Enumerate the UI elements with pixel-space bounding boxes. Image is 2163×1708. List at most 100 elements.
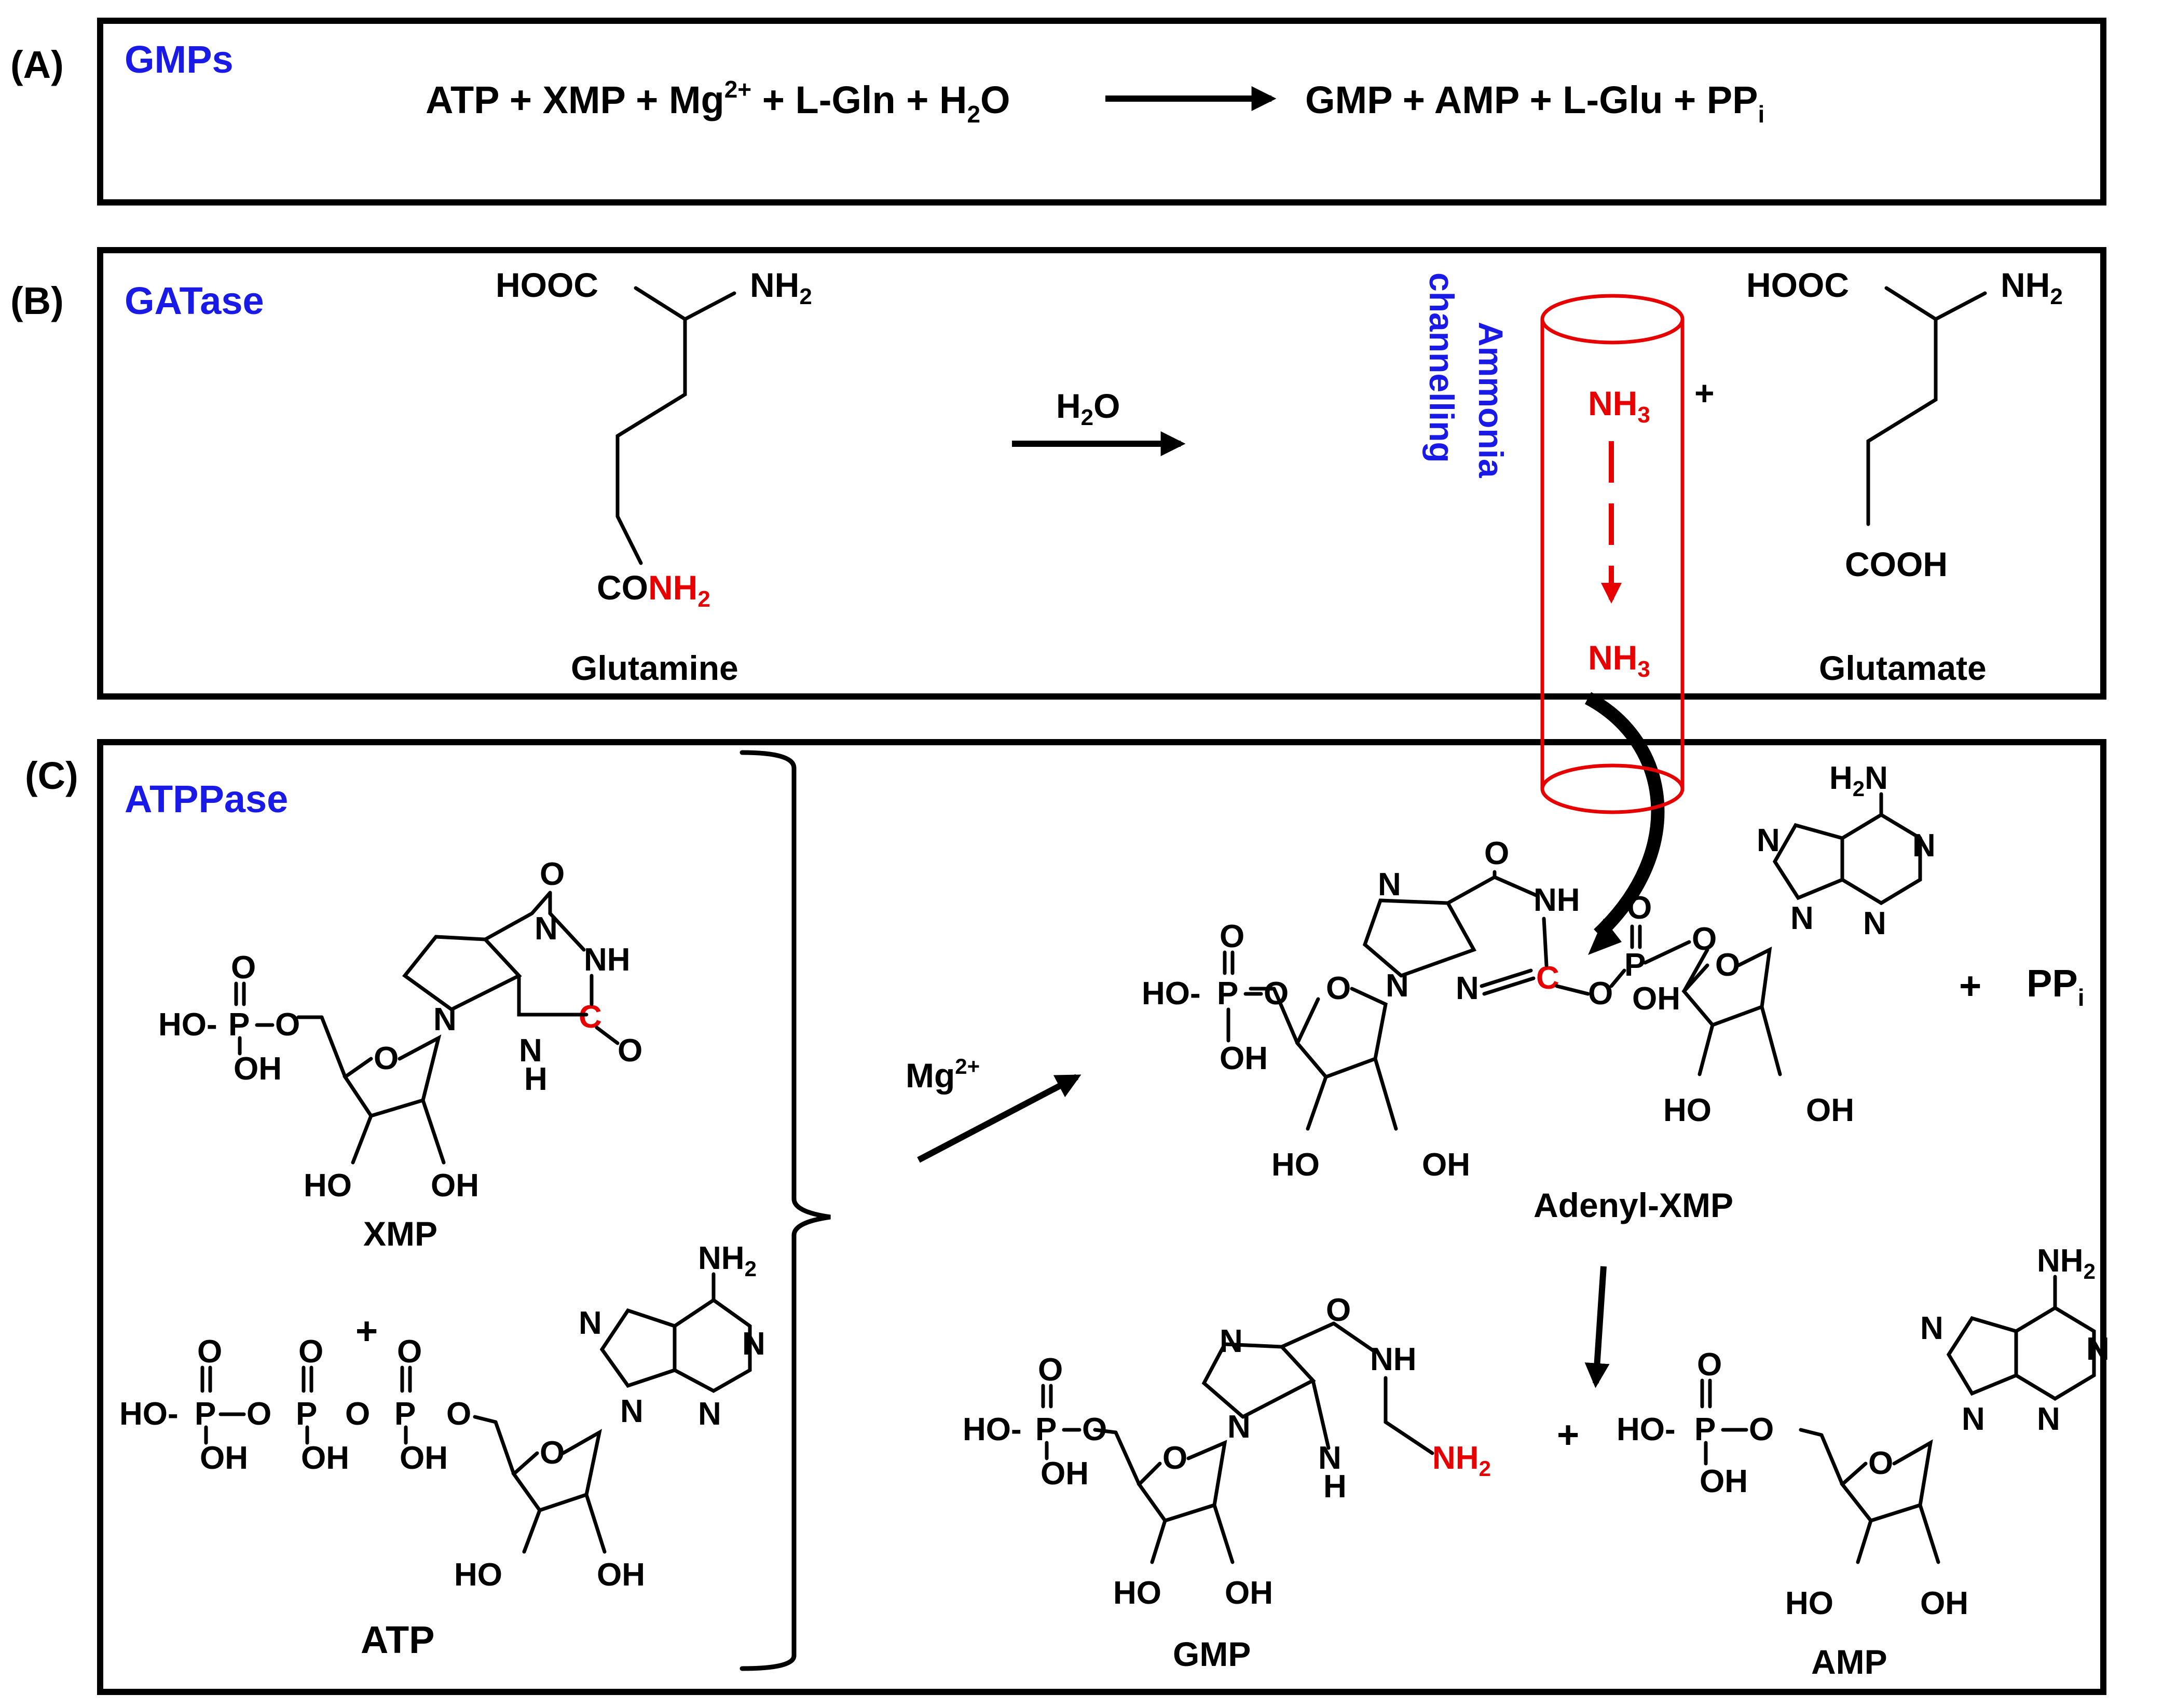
axmp-pyrimidine [1840, 813, 1922, 906]
axmp-amino: H2N [1829, 760, 1888, 801]
amp-amino: NH2 [2037, 1243, 2096, 1283]
axmp-adenine-n7: N [1757, 823, 1780, 858]
nh3-released: NH3 [1588, 384, 1650, 428]
gmp-amino: NH2 [1432, 1440, 1491, 1481]
glutamine-alpha-bonds [634, 286, 736, 322]
adenylation-arrow [917, 1074, 1082, 1163]
atp-oh-alpha: OH [400, 1440, 448, 1476]
hydrolysis-reagent: H2O [1056, 387, 1120, 430]
axmp-5p-oh: OH [1220, 1041, 1268, 1076]
xmp-name: XMP [363, 1214, 437, 1253]
glutamine-amide: CONH2 [597, 568, 710, 612]
gmp-n1h: NH [1370, 1342, 1417, 1377]
axmp-adenosine-2oh: HO [1663, 1092, 1712, 1128]
amp-phosphate-bridge: O [1749, 1412, 1774, 1447]
gmp-ribose-oxygen: O [1162, 1440, 1187, 1476]
overall-reaction-products: GMP + AMP + L-Glu + PPi [1305, 78, 1764, 128]
amp-imidazole [1946, 1316, 2018, 1396]
amp-ribose-3oh: OH [1920, 1586, 1968, 1621]
axmp-ribose-oxygen: O [1326, 971, 1351, 1006]
amp-structure: NH2 N N N N O HO OH HO- P O O OH AMP [1617, 1243, 2110, 1681]
amp-phosphate-oh: OH [1700, 1464, 1748, 1499]
amination-arrow [1584, 1266, 1610, 1388]
axmp-adenine-imidazole [1772, 823, 1844, 900]
xmp-phosphate-oh: OH [234, 1051, 282, 1087]
amp-phosphate-ho: HO- [1617, 1412, 1676, 1447]
atp-amino: NH2 [698, 1240, 757, 1281]
xmp-c2-oxygen: O [618, 1033, 642, 1069]
gmp-structure: O N NH NH2 N H N O HO OH HO- P O O [963, 1292, 1491, 1673]
panel-c: (C) ATPPase N O NH C O N H N O [25, 692, 2110, 1695]
glutamine-nh2: NH2 [750, 266, 812, 309]
xmp-ribose-3oh: OH [431, 1168, 479, 1204]
mg-cofactor: Mg2+ [906, 1054, 980, 1095]
gmp-phosphate-oxo: O [1038, 1352, 1063, 1388]
channel-label-line1: Ammonia [1472, 322, 1510, 479]
amp-n7: N [1920, 1310, 1943, 1346]
ppi-product: PPi [2027, 962, 2085, 1011]
atp-name: ATP [361, 1618, 435, 1661]
adenyl-xmp-name: Adenyl-XMP [1534, 1186, 1733, 1224]
panel-c-frame [97, 739, 2106, 1695]
gmp-phosphate-oh: OH [1041, 1456, 1089, 1492]
gmp-ribose-ring [1137, 1440, 1227, 1523]
adenyl-xmp-structure: O N NH N C O N P O OH O O [1142, 760, 1936, 1224]
atp-oxo-gamma: O [197, 1334, 222, 1370]
glutamine-structure: HOOC NH2 CONH2 Glutamine [496, 266, 812, 687]
axmp-c6-oxygen: O [1484, 836, 1509, 871]
xmp-ribose-oxygen: O [374, 1041, 399, 1076]
atp-n3: N [698, 1396, 721, 1432]
gmp-name: GMP [1173, 1635, 1251, 1673]
atp-n9: N [620, 1393, 644, 1429]
products-plus: + [1557, 1413, 1579, 1456]
gmp-phosphate-ho: HO- [963, 1412, 1022, 1447]
atp-ribose-3oh: OH [597, 1557, 645, 1593]
panel-a: (A) GMPs ATP + XMP + Mg2+ + L-Gln + H2O … [10, 18, 2106, 206]
gmp-n7: N [1220, 1323, 1243, 1359]
xmp-ribose-2oh: HO [304, 1168, 352, 1204]
axmp-ribose-2oh: HO [1271, 1147, 1320, 1183]
glutamine-hooc: HOOC [496, 266, 598, 304]
xmp-structure: N O NH C O N H N O HO OH HO- P [158, 856, 642, 1253]
gmp-ribose-3oh: OH [1225, 1575, 1273, 1611]
xmp-c6-oxygen: O [540, 856, 565, 892]
glutamate-structure: HOOC NH2 COOH Glutamate [1746, 266, 2063, 687]
atp-structure: HO- P P P O O O O O O OH OH OH NH2 [119, 1240, 765, 1661]
axmp-5p: P [1217, 976, 1238, 1012]
atp-o-bridge1: O [247, 1396, 271, 1432]
amp-phosphate-oxo: O [1697, 1347, 1722, 1383]
xmp-n3-h: H [524, 1061, 547, 1097]
axmp-5p-bridge: O [1264, 976, 1289, 1012]
atp-o-bridge2: O [345, 1396, 370, 1432]
axmp-adenosine-3oh: OH [1806, 1092, 1854, 1128]
atp-ribose-oxygen: O [540, 1435, 565, 1471]
ppi-plus: + [1959, 964, 1981, 1007]
axmp-5p-oxo: O [1220, 919, 1244, 954]
axmp-n1h: NH [1534, 882, 1580, 918]
axmp-imidazole [1362, 898, 1477, 978]
amp-n9: N [1962, 1401, 1985, 1437]
axmp-c2-oxygen: O [1588, 976, 1613, 1012]
amp-n3: N [2037, 1401, 2060, 1437]
axmp-n7: N [1378, 867, 1401, 903]
atp-ribose-2oh: HO [454, 1557, 502, 1593]
glutamate-hooc: HOOC [1746, 266, 1849, 304]
glutamate-name: Glutamate [1819, 649, 1987, 687]
axmp-adenosine-ring-oxygen: O [1715, 947, 1740, 983]
panel-c-title: ATPPase [125, 777, 288, 821]
atp-oxo-alpha: O [397, 1334, 422, 1370]
panel-b-frame [97, 247, 2106, 700]
gmp-c6-oxygen: O [1326, 1292, 1351, 1328]
atp-phosphate-ho: HO- [119, 1396, 179, 1432]
gmp-imidazole [1201, 1342, 1316, 1419]
glutamine-name: Glutamine [571, 649, 738, 687]
glutamate-side-chain [1866, 317, 1938, 526]
amp-n1: N [2086, 1331, 2110, 1367]
axmp-phosphate-ho: HO- [1142, 976, 1201, 1012]
atp-n7: N [579, 1305, 602, 1341]
amp-name: AMP [1811, 1643, 1887, 1681]
xmp-ribose-ring [343, 1034, 442, 1118]
product-plus: + [1694, 374, 1715, 412]
ammonia-channel-cylinder [1540, 294, 1685, 814]
